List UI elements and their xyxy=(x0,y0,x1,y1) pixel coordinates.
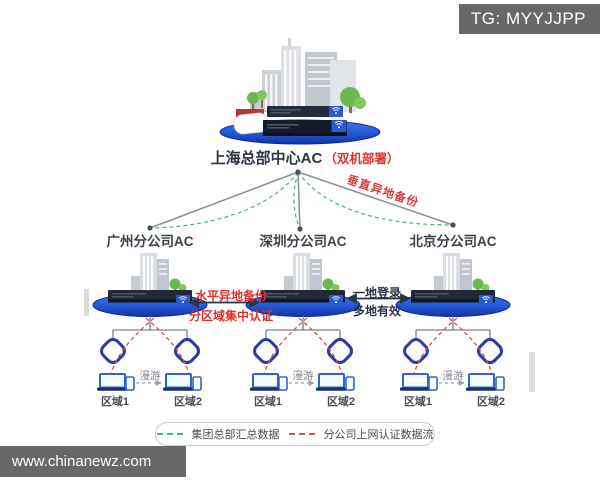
zone-label: 区域1 xyxy=(403,396,433,408)
valid-everywhere-label: 多地有效 xyxy=(352,304,402,318)
regional-auth-label: 分区域集中认证 xyxy=(188,309,274,323)
zone-label: 区域2 xyxy=(326,396,356,408)
zone-label: 区域2 xyxy=(476,396,506,408)
legend-item-label: 集团总部汇总数据 xyxy=(191,429,280,441)
horizontal-backup-label: 水平异地备份 xyxy=(194,289,268,303)
hq-title: 上海总部中心AC（双机部署） xyxy=(211,147,400,168)
watermark-bar: www.chinanewz.com xyxy=(0,446,186,477)
hq-illustration xyxy=(219,38,381,145)
tg-badge: TG: MYYJJPP xyxy=(458,4,600,34)
roaming-label: 漫游 xyxy=(139,370,161,382)
branch-label-guangzhou: 广州分公司AC xyxy=(106,234,194,249)
login-once-label: 一地登录 xyxy=(352,286,402,300)
hq-branch-links xyxy=(147,169,456,232)
hq-ac-rack-1 xyxy=(267,106,343,117)
legend-green-dash-icon xyxy=(156,433,183,435)
legend: 集团总部汇总数据 分公司上网认证数据流 xyxy=(155,422,435,446)
hq-deployment-note: （双机部署） xyxy=(324,152,400,166)
zone-label: 区域1 xyxy=(100,396,130,408)
edge-artifact xyxy=(529,352,535,392)
hq-ac-rack-2 xyxy=(263,120,347,136)
roaming-label: 漫游 xyxy=(292,370,314,382)
roaming-label: 漫游 xyxy=(442,370,464,382)
zone-label: 区域2 xyxy=(173,396,203,408)
legend-red-dash-icon xyxy=(288,433,315,435)
zone-label: 区域1 xyxy=(253,396,283,408)
legend-item-label: 分公司上网认证数据流 xyxy=(323,429,434,441)
branch-label-beijing: 北京分公司AC xyxy=(409,234,497,249)
branch-label-shenzhen: 深圳分公司AC xyxy=(259,234,347,249)
hq-name: 上海总部中心AC xyxy=(210,150,323,167)
edge-artifact xyxy=(84,289,89,316)
